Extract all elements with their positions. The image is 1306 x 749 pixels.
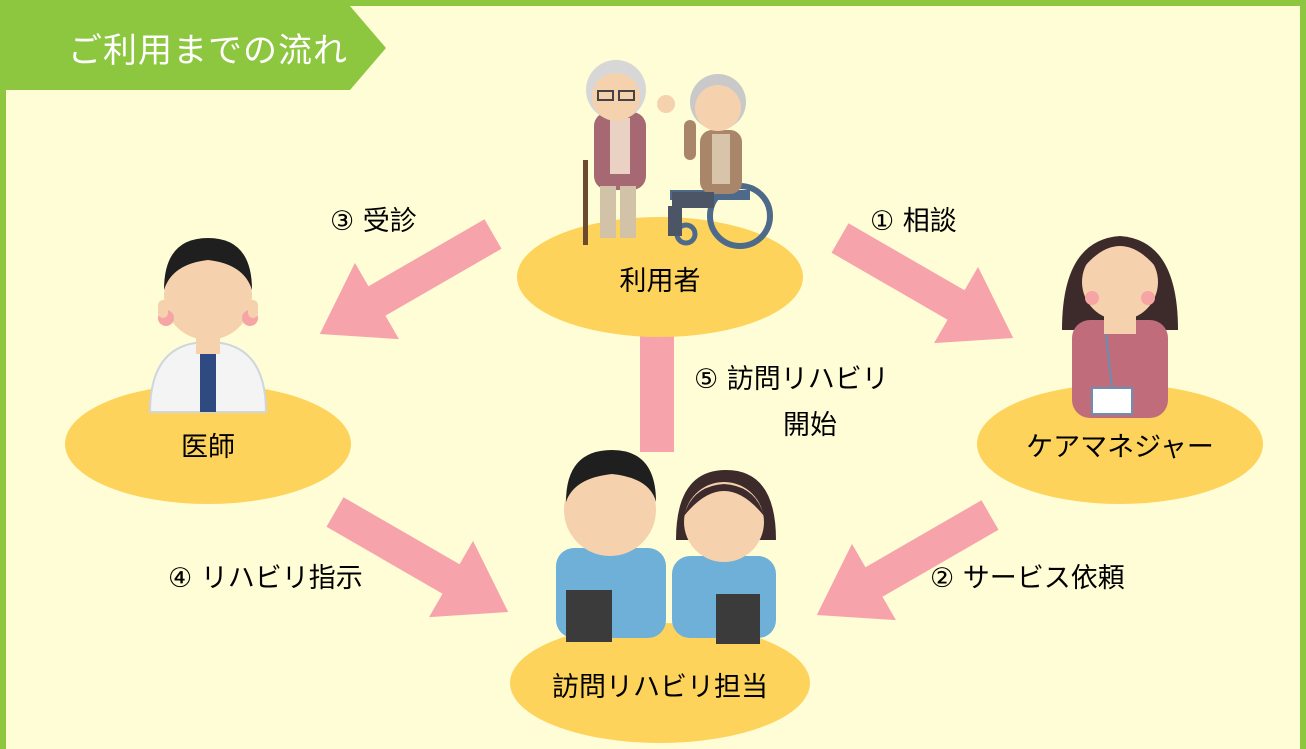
node-care-manager-label: ケアマネジャー [1026, 432, 1214, 463]
doctor-illustration [148, 238, 268, 413]
care-manager-illustration [1062, 236, 1178, 418]
step1-label: ① 相談 [870, 206, 957, 237]
step4-label: ④ リハビリ指示 [168, 563, 363, 594]
page-title: ご利用までの流れ [68, 31, 348, 71]
node-rehab-label: 訪問リハビリ担当 [552, 672, 768, 703]
node-rehab-ellipse [510, 623, 810, 743]
node-doctor-ellipse [65, 384, 351, 504]
node-doctor-label: 医師 [181, 432, 235, 463]
node-user-label: 利用者 [620, 266, 701, 297]
node-care-manager-ellipse [977, 384, 1263, 504]
step2-label: ② サービス依頼 [930, 563, 1125, 594]
step3-label: ③ 受診 [330, 206, 417, 237]
title-tab-shape [6, 6, 386, 90]
arrow-step4 [313, 473, 531, 651]
rehab-staff-illustration [556, 450, 776, 644]
elderly-couple-illustration [583, 60, 773, 249]
title-tab: ご利用までの流れ [6, 6, 386, 90]
step5-label-line1: ⑤ 訪問リハビリ [694, 364, 889, 395]
step5-label-line2: 開始 [783, 410, 837, 441]
